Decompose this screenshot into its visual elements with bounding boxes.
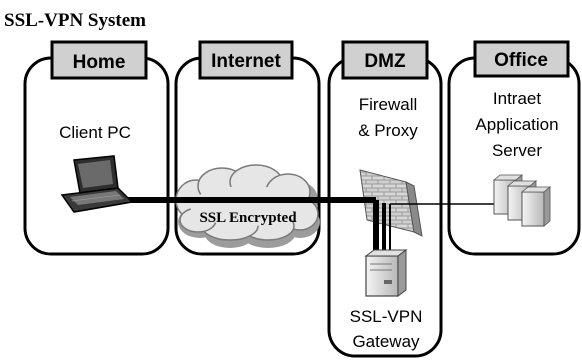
zone-office-tab bbox=[473, 40, 570, 78]
firewall-label-line2: & Proxy bbox=[358, 121, 418, 140]
zone-office-label: Office bbox=[494, 50, 548, 71]
zone-internet-label: Internet bbox=[211, 51, 281, 72]
cloud-label: SSL Encrypted bbox=[199, 210, 297, 226]
zone-internet-tab bbox=[198, 40, 294, 80]
app-server-icon bbox=[492, 174, 552, 227]
zone-dmz-tab bbox=[341, 40, 429, 80]
zone-home-tab bbox=[50, 40, 148, 80]
laptop-icon bbox=[60, 155, 134, 213]
vpn-gateway-label-line2: Gateway bbox=[352, 332, 420, 351]
app-server-label-line2: Application bbox=[475, 115, 558, 134]
cloud-icon bbox=[175, 164, 320, 248]
app-server-label-line1: Intraet bbox=[493, 89, 541, 108]
firewall-label-line1: Firewall bbox=[359, 95, 418, 114]
zone-home-label: Home bbox=[73, 52, 126, 73]
vpn-gateway-server-icon bbox=[364, 249, 408, 297]
client-pc-label: Client PC bbox=[59, 123, 131, 142]
zone-home: Home bbox=[23, 40, 170, 256]
app-server-label-line3: Server bbox=[492, 141, 542, 160]
diagram-title: SSL-VPN System bbox=[4, 10, 146, 31]
zone-dmz-label: DMZ bbox=[364, 51, 406, 72]
vpn-gateway-label-line1: SSL-VPN bbox=[350, 307, 423, 326]
